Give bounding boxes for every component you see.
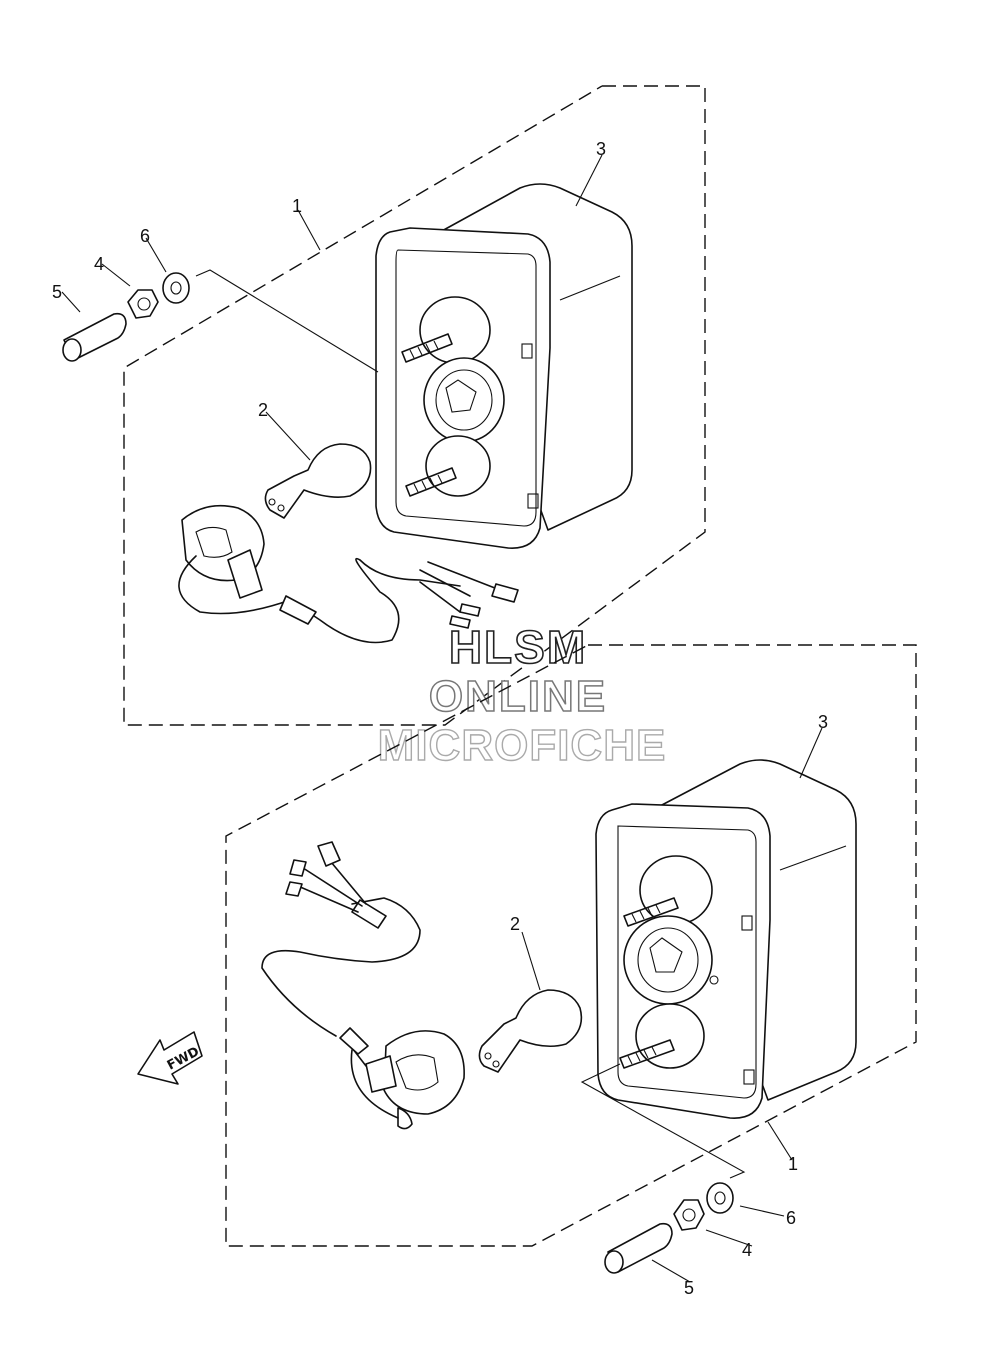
watermark-line1: HLSM xyxy=(449,621,587,673)
upper-callout-bulb: 2 xyxy=(258,400,268,420)
upper-taillight-housing[interactable] xyxy=(375,183,633,549)
lower-nut[interactable] xyxy=(673,1199,705,1231)
upper-nut[interactable] xyxy=(127,289,159,319)
upper-callout-nut: 4 xyxy=(94,254,104,274)
upper-assembly-boundary xyxy=(123,85,706,726)
lower-collar[interactable] xyxy=(604,1222,673,1274)
upper-stud-bottom xyxy=(405,467,457,497)
lower-stud-bottom xyxy=(619,1039,675,1069)
lower-callout-washer: 6 xyxy=(786,1208,796,1228)
upper-washer[interactable] xyxy=(162,272,190,304)
lower-assembly: FWD 3 2 1 6 4 5 xyxy=(137,644,917,1298)
upper-callout-assembly: 1 xyxy=(292,196,302,216)
watermark: HLSM ONLINE MICROFICHE xyxy=(377,620,667,771)
watermark-line3: MICROFICHE xyxy=(378,721,667,770)
upper-callout-leaders xyxy=(61,154,603,461)
upper-bulb[interactable] xyxy=(264,443,372,519)
upper-socket-harness[interactable] xyxy=(178,504,519,644)
lower-stud-top xyxy=(623,897,679,927)
upper-collar[interactable] xyxy=(62,312,127,362)
watermark-line2: ONLINE xyxy=(429,672,607,721)
upper-stud-top xyxy=(401,333,453,363)
lower-socket-harness[interactable] xyxy=(261,841,465,1130)
upper-callout-collar: 5 xyxy=(52,282,62,302)
lower-callout-bulb: 2 xyxy=(510,914,520,934)
lower-assembly-boundary xyxy=(225,644,917,1247)
upper-callout-washer: 6 xyxy=(140,226,150,246)
lower-callout-assembly: 1 xyxy=(788,1154,798,1174)
lower-washer[interactable] xyxy=(706,1182,734,1214)
upper-assembly: 1 3 2 5 4 6 xyxy=(52,85,706,726)
lower-callout-nut: 4 xyxy=(742,1240,752,1260)
lower-bulb[interactable] xyxy=(478,989,583,1073)
lower-taillight-housing[interactable] xyxy=(595,759,857,1119)
lower-callout-lens: 3 xyxy=(818,712,828,732)
lower-callout-collar: 5 xyxy=(684,1278,694,1298)
upper-callout-lens: 3 xyxy=(596,139,606,159)
fwd-arrow-icon: FWD xyxy=(137,1031,203,1085)
lower-callout-leaders xyxy=(521,727,823,1283)
